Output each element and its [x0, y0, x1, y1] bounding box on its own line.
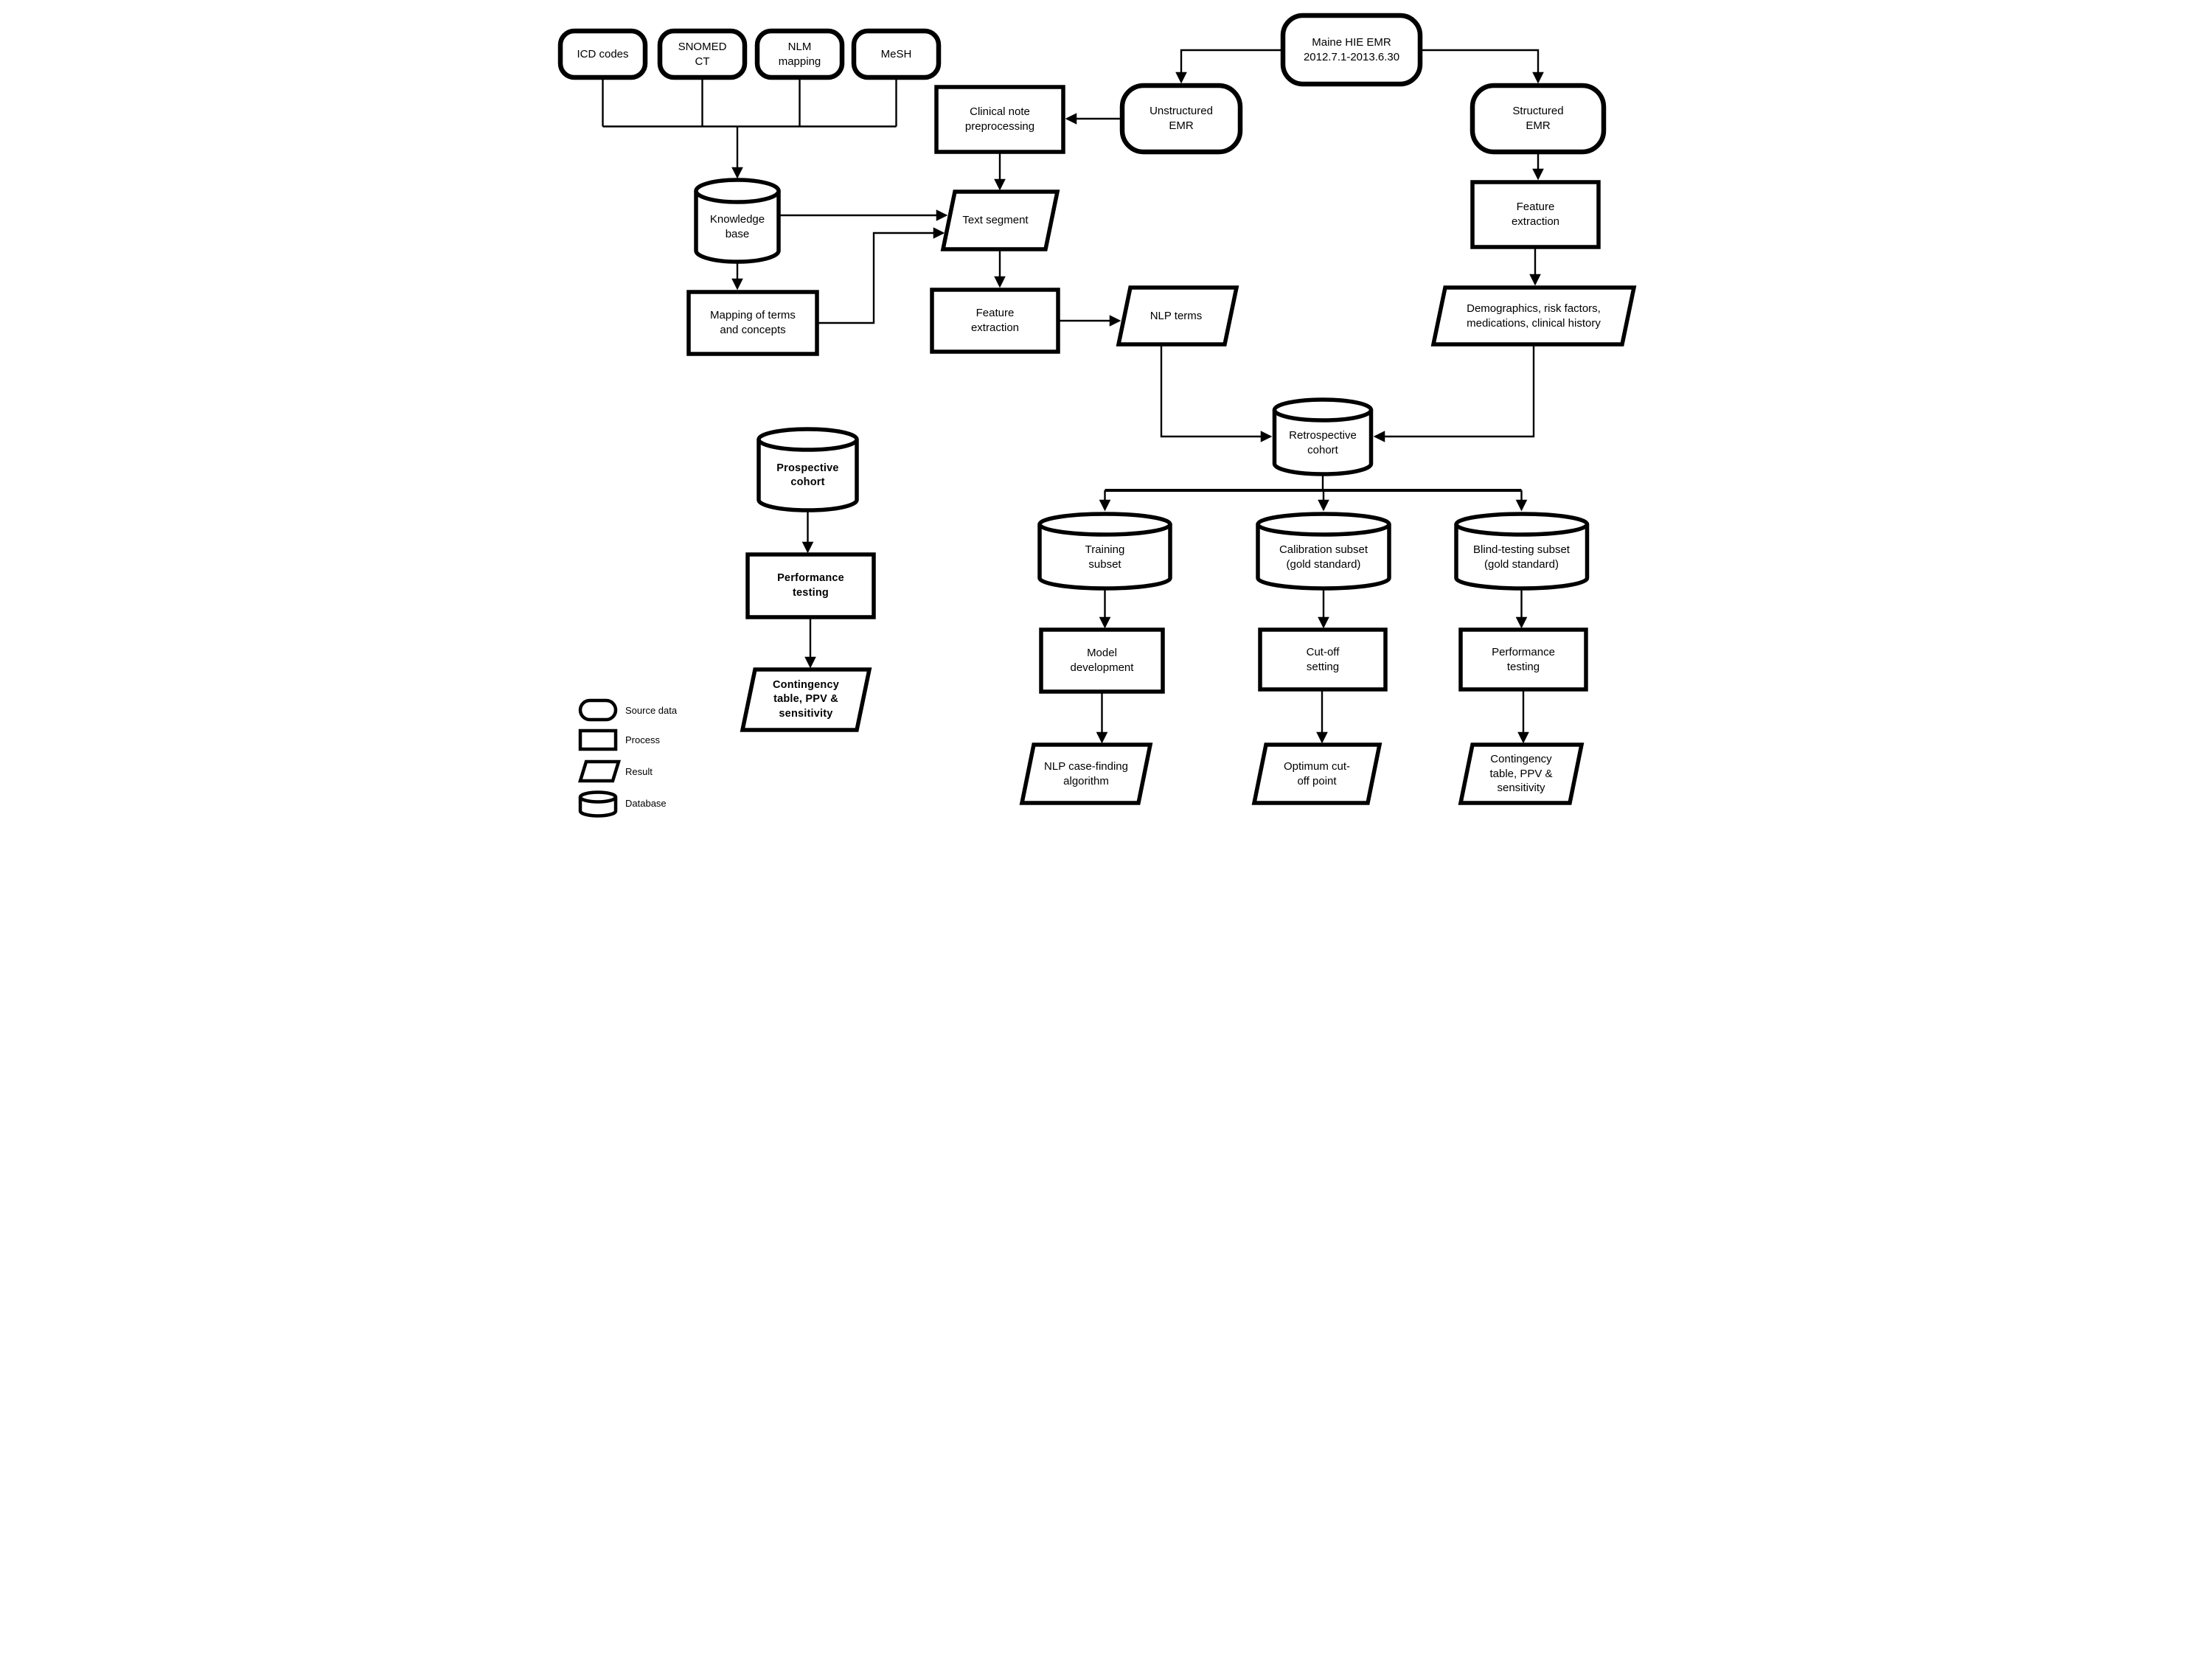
contingency-blind-shape	[1458, 742, 1585, 805]
icd-codes-shape	[557, 28, 648, 80]
performance-testing-prospective-shape	[745, 552, 876, 619]
contingency-prospective-shape	[740, 667, 872, 732]
cutoff-setting-shape	[1258, 627, 1388, 692]
nlp-case-finding-shape	[1019, 742, 1153, 805]
snomed-ct-shape	[657, 28, 748, 80]
legend-database-icon	[578, 790, 618, 818]
conn-maine-structured	[1420, 49, 1544, 84]
nlm-mapping-shape	[754, 28, 845, 80]
connector-lines	[602, 49, 1544, 744]
legend-process-icon	[578, 728, 618, 751]
unstructured-emr-shape	[1119, 83, 1243, 155]
retrospective-cohort-shape	[1272, 397, 1374, 476]
conn-mapping-textsegment	[817, 227, 945, 324]
model-development-shape	[1039, 627, 1165, 694]
training-subset-shape	[1037, 512, 1172, 591]
legend-source-data-icon	[578, 698, 618, 722]
performance-testing-blind-shape	[1458, 627, 1588, 692]
text-segment-shape	[940, 189, 1060, 251]
flowchart-diagram: ICD codes SNOMED CT NLM mapping MeSH Mai…	[553, 0, 1659, 830]
diagram-canvas	[557, 13, 1637, 818]
mapping-terms-concepts-shape	[686, 290, 819, 356]
knowledge-base-shape	[694, 178, 781, 264]
mesh-shape	[851, 28, 942, 80]
conn-nlpterms-retrospective	[1160, 344, 1273, 442]
prospective-cohort-shape	[757, 427, 859, 512]
optimum-cutoff-shape	[1251, 742, 1382, 805]
clinical-note-preprocessing-shape	[934, 85, 1065, 154]
feature-extraction-structured-shape	[1470, 180, 1601, 249]
nlp-terms-shape	[1116, 285, 1239, 347]
conn-maine-unstructured	[1175, 49, 1283, 84]
calibration-subset-shape	[1256, 512, 1391, 591]
legend-key	[577, 698, 622, 818]
legend-result-icon	[577, 759, 622, 783]
maine-hie-emr-shape	[1280, 13, 1423, 87]
demographics-shape	[1430, 285, 1637, 347]
conn-demographics-retrospective	[1373, 344, 1535, 442]
structured-emr-shape	[1470, 83, 1607, 155]
blind-testing-subset-shape	[1454, 512, 1590, 591]
feature-extraction-nlp-shape	[930, 288, 1060, 354]
